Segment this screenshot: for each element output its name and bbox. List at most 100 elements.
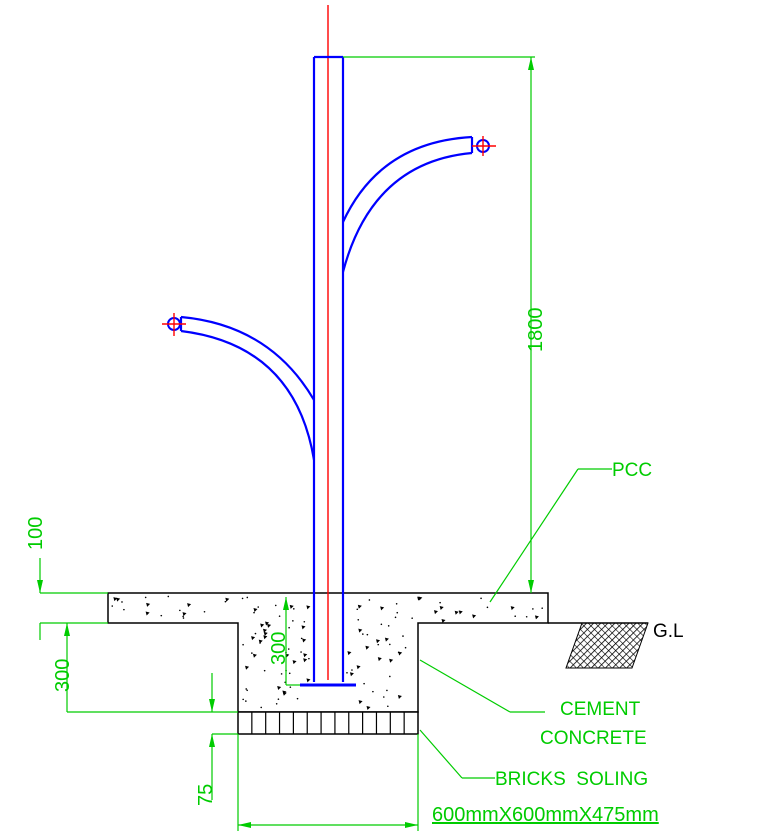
- aggregate-dot: [308, 657, 310, 660]
- aggregate-dot: [411, 617, 413, 619]
- aggregate-dot: [402, 635, 404, 637]
- aggregate-dot: [275, 702, 278, 705]
- aggregate-chip: [510, 606, 515, 611]
- aggregate-chip: [251, 636, 256, 641]
- aggregate-dot: [357, 618, 360, 621]
- aggregate-dot: [387, 625, 390, 627]
- aggregate-dot: [380, 623, 383, 626]
- aggregate-chip: [366, 705, 371, 710]
- leader-pcc: [489, 468, 612, 603]
- brick-joints: [251, 712, 405, 734]
- aggregate-chip: [187, 603, 192, 608]
- aggregate-chip: [441, 619, 446, 624]
- aggregate-chip: [306, 678, 311, 683]
- aggregate-chip: [347, 651, 352, 656]
- aggregate-dot: [287, 648, 290, 650]
- concrete-aggregate: [111, 595, 543, 710]
- aggregate-dot: [245, 688, 248, 690]
- aggregate-chip: [303, 658, 308, 663]
- aggregate-dot: [251, 652, 253, 654]
- dim-pit-width: [237, 734, 419, 831]
- aggregate-chip: [357, 604, 362, 609]
- ground-level-label: G.L: [653, 621, 684, 642]
- ground-soil-hatch: [548, 622, 649, 669]
- aggregate-chip: [439, 606, 444, 611]
- aggregate-chip: [263, 635, 268, 640]
- aggregate-dot: [241, 597, 244, 600]
- aggregate-dot: [121, 601, 123, 603]
- aggregate-chip: [472, 614, 477, 619]
- aggregate-chip: [458, 610, 463, 615]
- aggregate-chip: [358, 700, 363, 705]
- cement-concrete-label-line2: CONCRETE: [540, 728, 647, 749]
- aggregate-dot: [382, 696, 385, 698]
- aggregate-dot: [387, 705, 389, 708]
- aggregate-dot: [274, 604, 277, 607]
- aggregate-dot: [368, 599, 371, 601]
- aggregate-dot: [300, 651, 302, 653]
- aggregate-dot: [289, 686, 292, 688]
- right-arm: [341, 135, 474, 273]
- aggregate-dot: [182, 615, 184, 618]
- aggregate-dot: [278, 615, 281, 617]
- aggregate-dot: [245, 700, 247, 702]
- aggregate-dot: [203, 610, 206, 613]
- aggregate-dot: [362, 633, 364, 635]
- aggregate-chip: [349, 672, 354, 677]
- aggregate-dot: [346, 671, 348, 674]
- dim-embed-depth: [283, 597, 300, 686]
- aggregate-dot: [257, 606, 260, 608]
- aggregate-chip: [303, 653, 308, 658]
- aggregate-dot: [389, 643, 391, 646]
- pcc-label: PCC: [612, 460, 652, 481]
- aggregate-chip: [225, 597, 230, 602]
- dim-soling-thickness: [209, 673, 238, 800]
- aggregate-chip: [263, 628, 268, 633]
- aggregate-dot: [394, 616, 397, 619]
- aggregate-chip: [182, 612, 187, 617]
- aggregate-dot: [160, 614, 163, 617]
- aggregate-dot: [144, 596, 147, 599]
- aggregate-dot: [541, 607, 543, 609]
- aggregate-dot: [296, 697, 299, 700]
- aggregate-dot: [303, 620, 306, 623]
- aggregate-chip: [282, 691, 287, 696]
- dim-embed-depth-text: 300: [268, 632, 290, 665]
- lamp-point-left: [162, 313, 186, 336]
- aggregate-chip: [289, 604, 294, 609]
- aggregate-chip: [306, 605, 311, 610]
- aggregate-dot: [366, 633, 369, 636]
- left-arm: [179, 315, 316, 461]
- aggregate-chip: [301, 625, 306, 630]
- aggregate-chip: [380, 606, 385, 611]
- aggregate-chip: [398, 651, 403, 656]
- aggregate-dot: [263, 669, 266, 672]
- aggregate-dot: [292, 620, 294, 622]
- aggregate-chip: [376, 639, 381, 644]
- aggregate-dot: [242, 698, 244, 701]
- aggregate-chip: [417, 596, 422, 601]
- aggregate-dot: [277, 698, 280, 700]
- aggregate-dot: [480, 597, 482, 600]
- aggregate-dot: [351, 669, 353, 671]
- aggregate-dot: [288, 672, 291, 675]
- aggregate-dot: [532, 608, 534, 610]
- aggregate-dot: [253, 611, 255, 614]
- leader-bricks-soling: [419, 729, 495, 779]
- aggregate-dot: [254, 632, 257, 635]
- aggregate-dot: [167, 595, 170, 598]
- aggregate-dot: [386, 689, 388, 692]
- dim-pole-height-text: 1800: [525, 308, 547, 353]
- aggregate-dot: [514, 615, 517, 618]
- aggregate-chip: [146, 602, 151, 607]
- aggregate-chip: [389, 658, 394, 663]
- aggregate-dot: [363, 682, 365, 685]
- aggregate-dot: [246, 689, 248, 692]
- aggregate-dot: [280, 673, 283, 675]
- aggregate-chip: [356, 665, 361, 670]
- aggregate-dot: [377, 643, 380, 646]
- dim-pcc-thickness-text: 100: [25, 517, 47, 550]
- aggregate-dot: [404, 646, 407, 649]
- aggregate-dot: [179, 609, 181, 612]
